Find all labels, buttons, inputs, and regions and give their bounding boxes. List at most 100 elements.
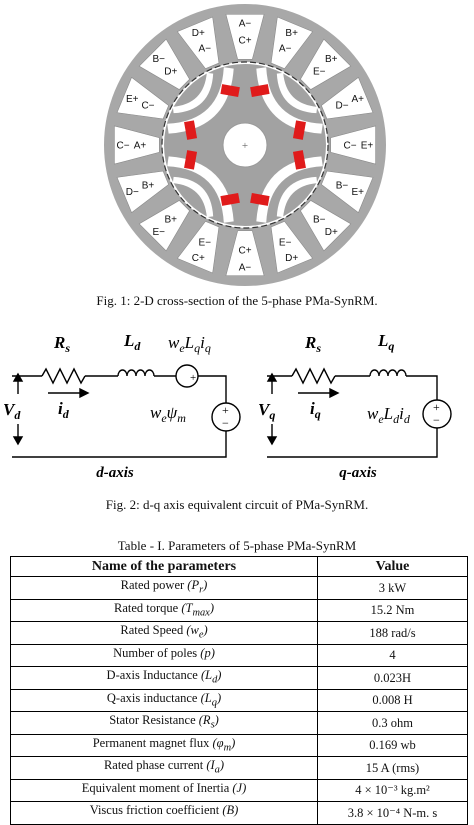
d-axis-wire-bottom bbox=[12, 431, 227, 458]
slot-shape bbox=[114, 125, 160, 165]
parameter-symbol-close: ) bbox=[214, 713, 219, 727]
stator-slot: B+A− bbox=[270, 16, 314, 69]
stator-slot: B+E− bbox=[300, 38, 352, 90]
parameter-symbol-close: ) bbox=[209, 600, 214, 615]
winding-label: A+ bbox=[351, 94, 364, 105]
winding-label: E− bbox=[313, 66, 326, 77]
q-axis-wire-bottom bbox=[267, 428, 438, 458]
table-row: D-axis Inductance (Ld)0.023H bbox=[10, 666, 468, 690]
parameter-symbol-close: ) bbox=[203, 578, 208, 592]
parameter-name: Permanent magnet flux (φm) bbox=[10, 733, 318, 757]
winding-label: B+ bbox=[164, 215, 177, 226]
figure-1-caption: Fig. 1: 2-D cross-section of the 5-phase… bbox=[96, 293, 378, 308]
slot-shape bbox=[138, 200, 190, 252]
winding-label: B+ bbox=[325, 54, 338, 65]
table-row: Rated power (Pr)3 kW bbox=[10, 576, 468, 600]
winding-label: A+ bbox=[134, 141, 147, 152]
winding-label: D+ bbox=[285, 253, 298, 264]
winding-label: C+ bbox=[238, 246, 251, 257]
flux-barrier bbox=[276, 72, 318, 114]
parameter-symbol-subscript: a bbox=[214, 764, 220, 776]
table-header-row: Name of the parameters Value bbox=[10, 556, 468, 577]
parameter-symbol-subscript: r bbox=[199, 584, 204, 596]
parameter-symbol: (I bbox=[206, 758, 215, 772]
parameter-symbol-close: ) bbox=[219, 758, 225, 772]
parameter-symbol-close: ) bbox=[216, 690, 222, 705]
permanent-magnet bbox=[184, 150, 198, 170]
winding-label: B+ bbox=[285, 28, 298, 39]
parameter-name: Q-axis inductance (Lq) bbox=[10, 688, 318, 712]
parameter-name: Stator Resistance (Rs) bbox=[10, 711, 318, 735]
parameter-label: Rated phase current bbox=[103, 758, 207, 772]
winding-label: B− bbox=[152, 54, 165, 65]
slot-shape bbox=[300, 200, 352, 252]
winding-label: E− bbox=[152, 227, 165, 238]
flux-barrier bbox=[256, 67, 323, 134]
arrowhead bbox=[79, 387, 90, 399]
parameter-symbol: (B) bbox=[222, 803, 239, 817]
d-axis-current-label: id bbox=[58, 399, 70, 421]
winding-label: D+ bbox=[192, 28, 205, 39]
d-axis-wire-top-right bbox=[198, 375, 227, 403]
parameter-symbol: (φ bbox=[212, 735, 224, 750]
q-axis-source-plus: + bbox=[433, 400, 440, 414]
dq-equivalent-circuit: Rs Ld weLqiq weψm Vd id d-axis + + − Rs … bbox=[3, 331, 452, 481]
stator-slots: A−C+B+A−B+E−A+D−E+C−E+B−D+B−D+E−A−C+C+E−… bbox=[114, 14, 376, 276]
d-axis-resistor bbox=[41, 367, 86, 385]
q-axis-inductor bbox=[369, 369, 407, 377]
parameter-label: Viscus friction coefficient bbox=[89, 803, 223, 817]
rotor-pole bbox=[250, 150, 323, 223]
flux-barrier bbox=[172, 176, 214, 218]
stator-slot: D+B− bbox=[300, 200, 352, 252]
d-axis-inductor-label: Ld bbox=[123, 331, 141, 353]
table-row: Rated torque (Tmax)15.2 Nm bbox=[10, 598, 468, 622]
parameter-symbol-subscript: q bbox=[211, 697, 217, 708]
table-row: Q-axis inductance (Lq)0.008 H bbox=[10, 688, 468, 712]
parameter-name: Rated torque (Tmax) bbox=[10, 598, 318, 622]
d-axis-resistor-label: Rs bbox=[53, 333, 70, 355]
parameter-symbol: (R bbox=[198, 713, 211, 727]
parameter-value: 4 × 10⁻³ kg.m² bbox=[317, 778, 468, 802]
flux-barrier bbox=[167, 156, 234, 223]
shaft bbox=[222, 122, 268, 168]
slot-shape bbox=[270, 16, 314, 69]
parameter-value: 4 bbox=[317, 643, 468, 667]
parameter-value: 15 A (rms) bbox=[317, 756, 468, 780]
parameter-symbol: (J) bbox=[232, 780, 247, 795]
table-row: Rated phase current (Ia) 15 A (rms) bbox=[10, 756, 468, 780]
table-row: Permanent magnet flux (φm)0.169 wb bbox=[10, 733, 468, 757]
permanent-magnet bbox=[184, 120, 198, 140]
winding-label: E− bbox=[199, 238, 212, 249]
parameter-value: 15.2 Nm bbox=[317, 598, 468, 622]
parameter-name: Rated power (Pr) bbox=[10, 576, 318, 600]
q-axis-label: q-axis bbox=[339, 465, 377, 481]
rotor-pole bbox=[250, 67, 323, 140]
parameter-label: Rated Speed bbox=[120, 623, 187, 637]
permanent-magnet bbox=[250, 84, 270, 98]
slot-shape bbox=[270, 221, 314, 274]
header-name: Name of the parameters bbox=[10, 556, 318, 577]
winding-label: E− bbox=[279, 238, 292, 249]
parameter-label: Rated torque bbox=[114, 600, 182, 615]
figure-2-caption: Fig. 2: d-q axis equivalent circuit of P… bbox=[105, 497, 369, 512]
d-axis-source2-plus: + bbox=[222, 403, 229, 417]
slot-shape bbox=[225, 14, 265, 60]
arrowhead bbox=[12, 372, 24, 382]
winding-label: D+ bbox=[164, 66, 177, 77]
parameter-label: Q-axis inductance bbox=[106, 690, 201, 705]
stator-slot: E+C− bbox=[116, 76, 169, 120]
parameter-symbol-subscript: s bbox=[210, 719, 215, 731]
parameter-symbol: (w bbox=[186, 623, 199, 637]
header-value: Value bbox=[317, 556, 468, 577]
winding-label: C+ bbox=[238, 36, 251, 47]
parameter-symbol-close: ) bbox=[217, 668, 222, 682]
winding-label: D− bbox=[335, 100, 348, 111]
stator-slot: C−A+ bbox=[114, 125, 160, 165]
flux-barrier bbox=[172, 72, 214, 114]
q-axis-current-label: iq bbox=[310, 399, 321, 421]
q-axis-resistor-label: Rs bbox=[304, 333, 321, 355]
stator-slot: E−B+ bbox=[138, 200, 190, 252]
parameter-name: Rated Speed (we) bbox=[10, 621, 318, 645]
parameter-symbol-subscript: d bbox=[212, 674, 218, 686]
stator-slot: A−C+ bbox=[225, 14, 265, 60]
